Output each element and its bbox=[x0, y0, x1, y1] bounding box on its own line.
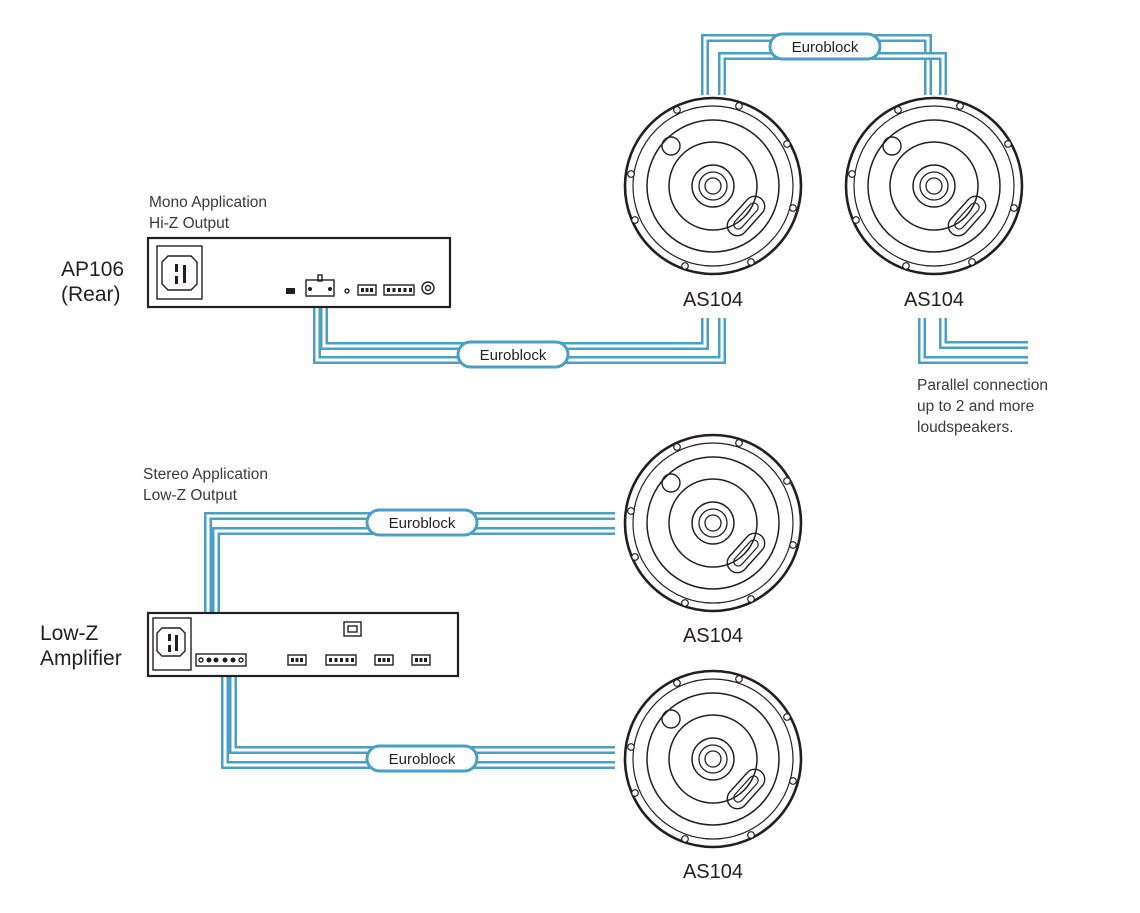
speaker-as104-4: AS104 bbox=[623, 669, 803, 883]
mono-output-label: Hi-Z Output bbox=[149, 215, 230, 232]
euroblock-connector-mono: Euroblock bbox=[456, 340, 570, 369]
euroblock-label: Euroblock bbox=[480, 347, 547, 364]
euroblock-label: Euroblock bbox=[389, 751, 456, 768]
speaker-label: AS104 bbox=[683, 861, 743, 883]
euroblock-connector-stereo-right: Euroblock bbox=[365, 744, 479, 773]
mono-application-label: Mono Application bbox=[149, 194, 267, 211]
parallel-note-line2: up to 2 and more bbox=[917, 398, 1034, 415]
speaker-as104-2: AS104 bbox=[844, 96, 1024, 311]
speaker-as104-1: AS104 bbox=[623, 96, 803, 311]
amplifier-device-label: Low-Z bbox=[40, 622, 99, 645]
amplifier-type-label: Amplifier bbox=[40, 647, 122, 670]
euroblock-connector-stereo-left: Euroblock bbox=[365, 508, 479, 537]
ap106-rear-label: (Rear) bbox=[61, 283, 121, 306]
speaker-as104-3: AS104 bbox=[623, 433, 803, 647]
speaker-label: AS104 bbox=[683, 289, 743, 311]
speaker-label: AS104 bbox=[904, 289, 964, 311]
stereo-application-label: Stereo Application bbox=[143, 466, 268, 483]
euroblock-connector-top: Euroblock bbox=[768, 32, 882, 61]
speaker-label: AS104 bbox=[683, 625, 743, 647]
parallel-note-line3: loudspeakers. bbox=[917, 419, 1014, 436]
stereo-output-label: Low-Z Output bbox=[143, 487, 238, 504]
cable-stereo-left bbox=[204, 512, 615, 652]
cable-parallel-out bbox=[918, 318, 1028, 364]
euroblock-label: Euroblock bbox=[389, 515, 456, 532]
ap106-device-label: AP106 bbox=[61, 258, 124, 281]
euroblock-label: Euroblock bbox=[792, 39, 859, 56]
parallel-note-line1: Parallel connection bbox=[917, 377, 1048, 394]
low-z-amplifier-panel bbox=[146, 611, 460, 678]
cable-stereo-right bbox=[221, 667, 615, 769]
ap106-rear-panel bbox=[146, 236, 452, 309]
